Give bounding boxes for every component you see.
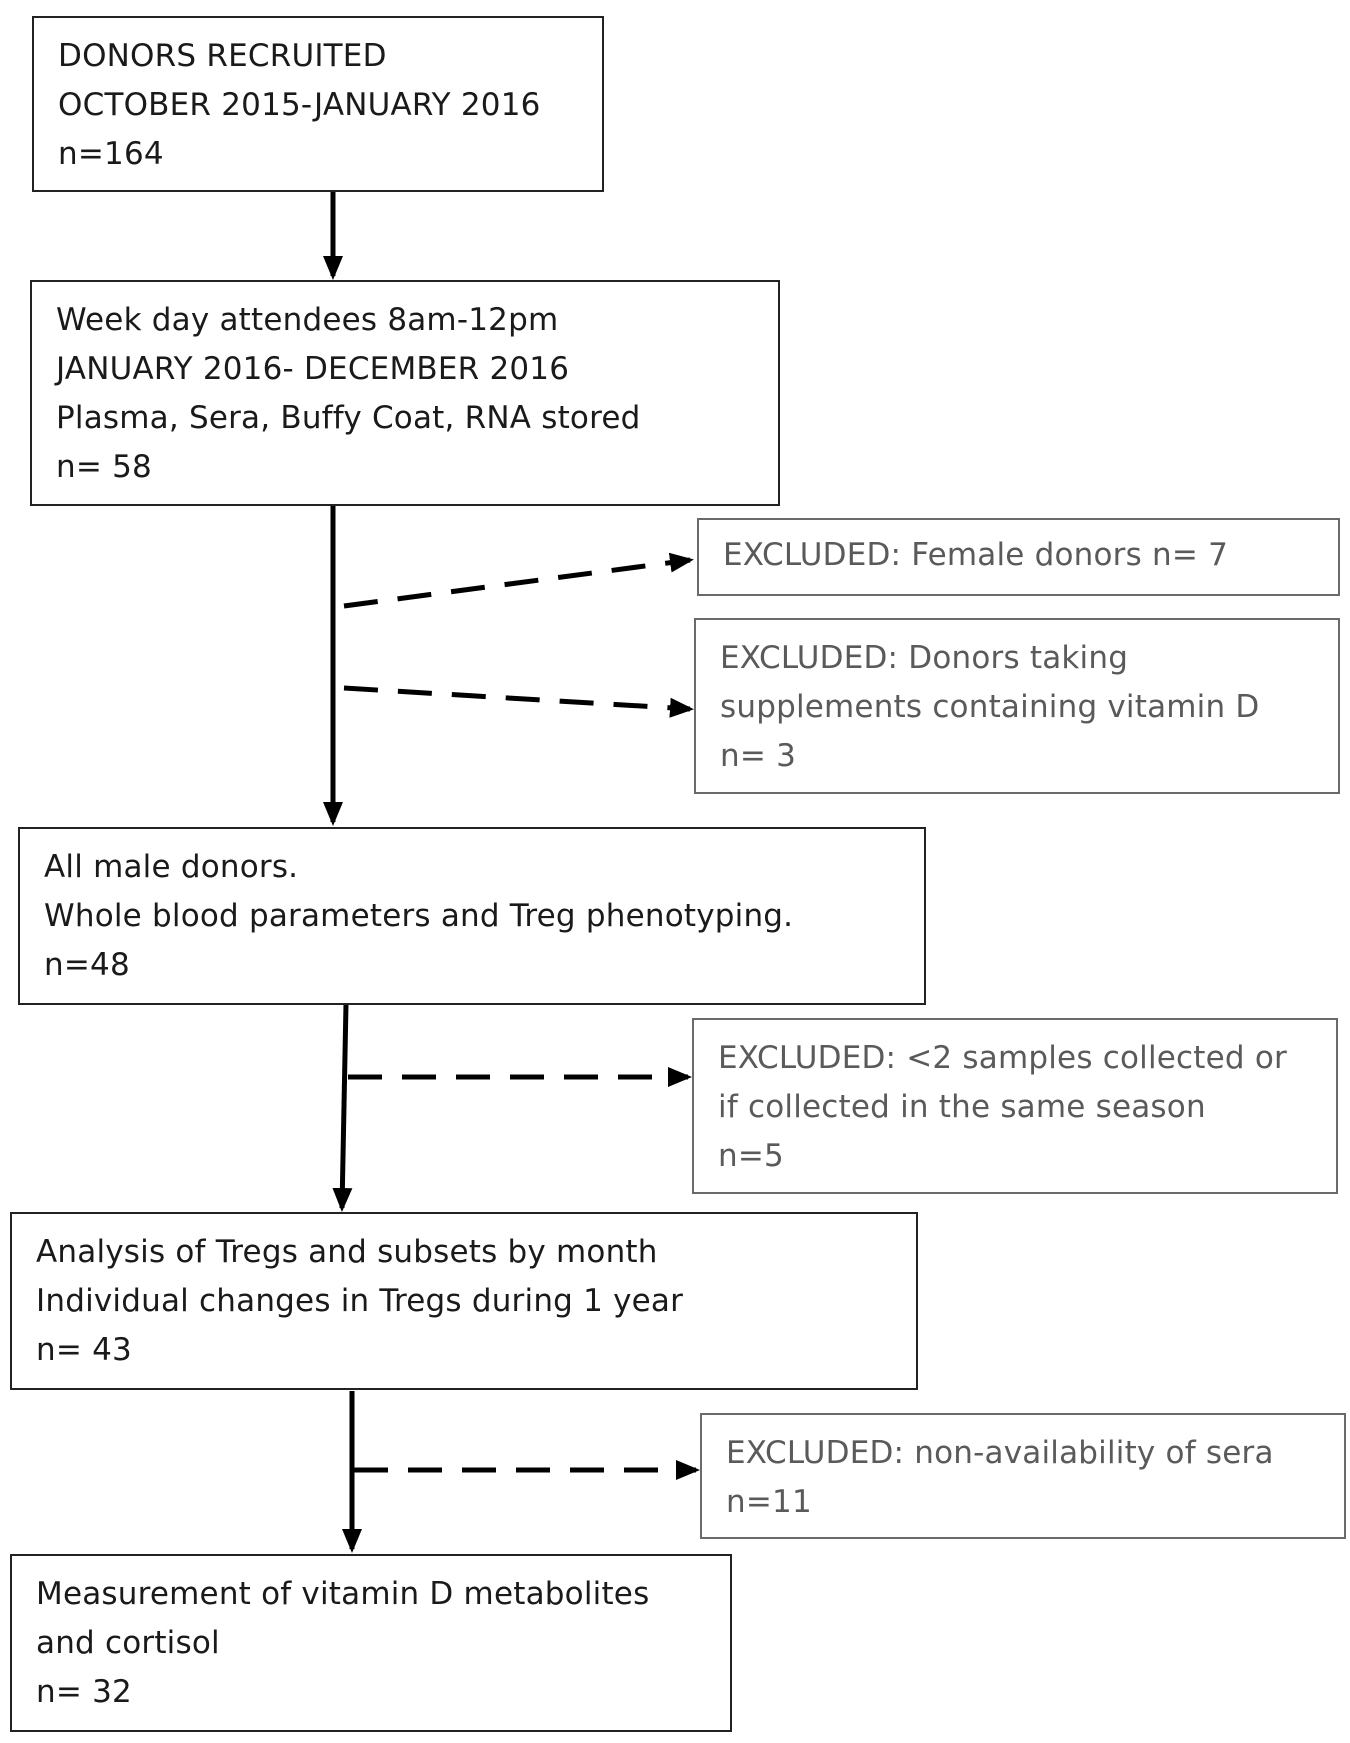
box-line: n= 32 xyxy=(36,1674,132,1710)
exclusion-line: n=5 xyxy=(718,1138,784,1174)
box-line: Week day attendees 8am-12pm xyxy=(56,302,559,338)
box-line: Individual changes in Tregs during 1 yea… xyxy=(36,1283,684,1319)
exclusion-line: supplements containing vitamin D xyxy=(720,689,1260,725)
box-line: Measurement of vitamin D metabolites xyxy=(36,1576,650,1612)
box-line: n=48 xyxy=(44,947,130,983)
arrow-male-to-analysis xyxy=(332,1003,353,1212)
exclusion-line: if collected in the same season xyxy=(718,1089,1206,1125)
box-line: n= 43 xyxy=(36,1332,132,1368)
box-line: Whole blood parameters and Treg phenotyp… xyxy=(44,898,794,934)
exclusion-line: EXCLUDED: non-availability of sera xyxy=(726,1435,1274,1471)
box-measurement-vitamin-d: Measurement of vitamin D metabolites and… xyxy=(10,1554,732,1732)
exclusion-line: EXCLUDED: Female donors n= 7 xyxy=(723,537,1229,573)
box-analysis-of-tregs: Analysis of Tregs and subsets by month I… xyxy=(10,1212,918,1390)
box-excluded-female: EXCLUDED: Female donors n= 7 xyxy=(697,518,1340,596)
box-line: All male donors. xyxy=(44,849,299,885)
box-all-male-donors: All male donors. Whole blood parameters … xyxy=(18,827,926,1005)
box-line: Analysis of Tregs and subsets by month xyxy=(36,1234,658,1270)
box-line: Plasma, Sera, Buffy Coat, RNA stored xyxy=(56,400,641,436)
exclusion-line: n= 3 xyxy=(720,738,796,774)
box-line: DONORS RECRUITED xyxy=(58,38,387,74)
box-line: and cortisol xyxy=(36,1625,220,1661)
box-donors-recruited: DONORS RECRUITED OCTOBER 2015-JANUARY 20… xyxy=(32,16,604,192)
box-line: n=164 xyxy=(58,136,164,172)
box-week-day-attendees: Week day attendees 8am-12pm JANUARY 2016… xyxy=(30,280,780,506)
box-excluded-supplements: EXCLUDED: Donors taking supplements cont… xyxy=(694,618,1340,794)
box-excluded-samples: EXCLUDED: <2 samples collected or if col… xyxy=(692,1018,1338,1194)
exclusion-line: EXCLUDED: Donors taking xyxy=(720,640,1129,676)
box-line: JANUARY 2016- DECEMBER 2016 xyxy=(56,351,570,387)
box-line: n= 58 xyxy=(56,449,152,485)
exclusion-line: n=11 xyxy=(726,1484,812,1520)
box-excluded-sera: EXCLUDED: non-availability of sera n=11 xyxy=(700,1413,1346,1539)
box-line: OCTOBER 2015-JANUARY 2016 xyxy=(58,87,541,123)
dashed-arrow-supplements xyxy=(343,685,694,718)
exclusion-line: EXCLUDED: <2 samples collected or xyxy=(718,1040,1287,1076)
dashed-arrow-female xyxy=(343,552,694,609)
